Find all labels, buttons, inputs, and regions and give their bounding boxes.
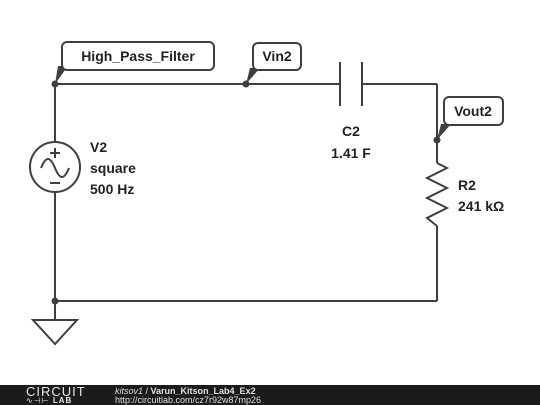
c2-value-label: 1.41 F [331, 145, 371, 161]
footer-bar: CIRCUIT ∿⊣⊢ LAB kitsov1 / Varun_Kitson_L… [0, 385, 540, 405]
ground-symbol [30, 319, 80, 346]
v2-name-label: V2 [90, 139, 107, 155]
netlabel-vout2-text: Vout2 [454, 103, 492, 119]
r2-value-label: 241 kΩ [458, 198, 504, 214]
netlabel-vin2[interactable]: Vin2 [246, 42, 302, 84]
v2-type-label: square [90, 160, 136, 176]
logo-wave-icon: ∿⊣⊢ [26, 396, 50, 405]
resistor-r2[interactable] [424, 162, 450, 227]
project-url[interactable]: http://circuitlab.com/cz7r92w87mp26 [115, 395, 262, 405]
breadcrumb-separator: / [143, 386, 151, 396]
voltage-source-v2[interactable] [29, 141, 81, 193]
project-title[interactable]: Varun_Kitson_Lab4_Ex2 [150, 386, 256, 396]
netlabel-high-pass-filter-text: High_Pass_Filter [81, 48, 195, 64]
netlabel-high-pass-filter[interactable]: High_Pass_Filter [55, 41, 215, 84]
circuitlab-logo-top[interactable]: CIRCUIT [26, 384, 86, 399]
project-breadcrumb: kitsov1 / Varun_Kitson_Lab4_Ex2 [115, 386, 256, 396]
capacitor-c2[interactable] [339, 62, 363, 106]
c2-name-label: C2 [342, 123, 360, 139]
logo-lab-text: LAB [52, 396, 73, 405]
netlabel-vin2-text: Vin2 [262, 48, 292, 64]
junction-dot-bottom-left [51, 297, 59, 305]
v2-frequency-label: 500 Hz [90, 181, 134, 197]
wires [54, 83, 438, 320]
user-link[interactable]: kitsov1 [115, 386, 144, 396]
r2-name-label: R2 [458, 177, 476, 193]
netlabel-vout2[interactable]: Vout2 [437, 96, 504, 140]
circuit-schematic: High_Pass_Filter Vin2 Vout2 V2 square 50… [29, 41, 504, 346]
circuitlab-logo-bottom: ∿⊣⊢ LAB [26, 397, 72, 405]
